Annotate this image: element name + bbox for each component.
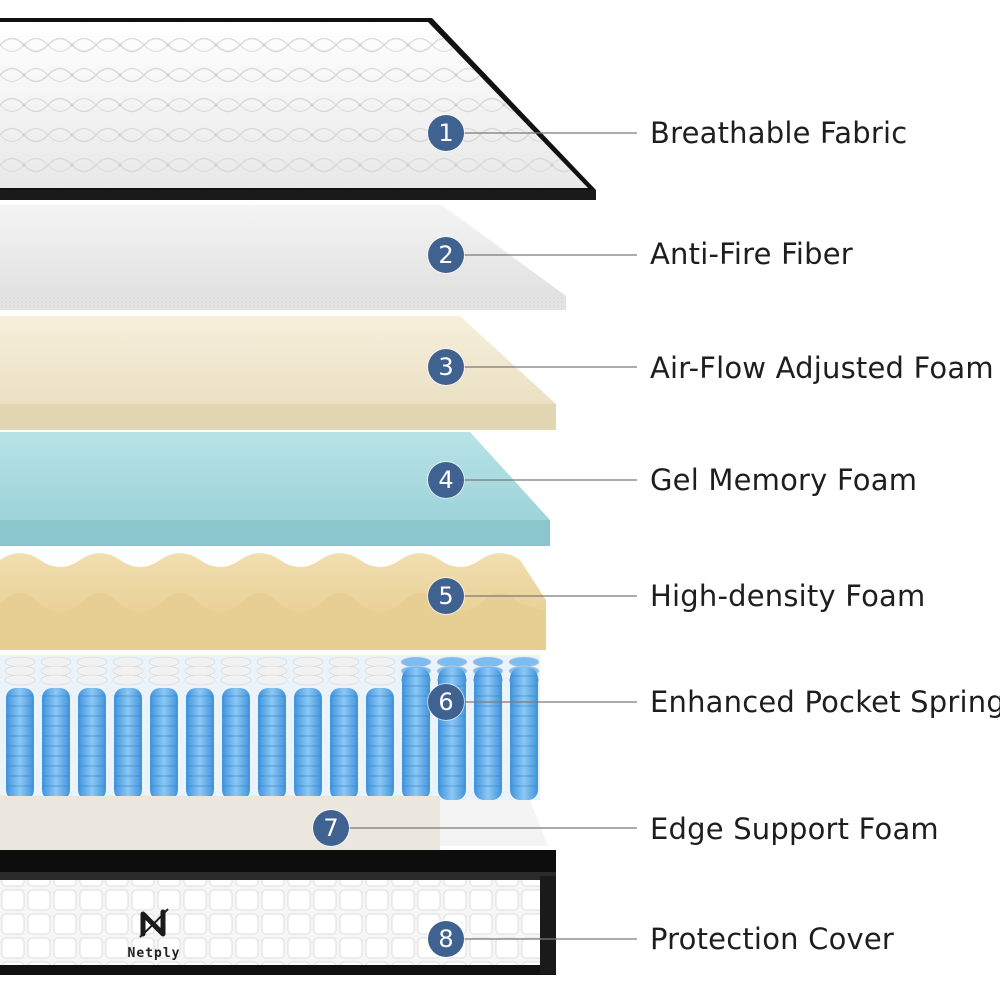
layer-3-label: Air-Flow Adjusted Foam	[650, 351, 994, 385]
layer-pocket-spring	[0, 655, 540, 800]
layer-air-flow-foam	[0, 316, 556, 430]
layer-1-label: Breathable Fabric	[650, 116, 908, 150]
layer-gel-memory-foam	[0, 432, 550, 546]
layer-edge-support-foam	[0, 796, 556, 880]
netply-n-logo-icon	[139, 908, 169, 938]
layer-protection-cover	[0, 876, 556, 975]
layer-4-badge: 4	[428, 462, 464, 498]
layer-high-density-foam	[0, 553, 546, 650]
brand-name: Netply	[127, 946, 181, 961]
layer-8-badge: 8	[428, 921, 464, 957]
layer-7-label: Edge Support Foam	[650, 812, 939, 846]
layer-5-badge: 5	[428, 578, 464, 614]
layer-1-badge: 1	[428, 115, 464, 151]
layer-2-label: Anti-Fire Fiber	[650, 237, 853, 271]
layer-3-badge: 3	[428, 349, 464, 385]
layer-5-label: High-density Foam	[650, 579, 926, 613]
layer-anti-fire-fiber	[0, 205, 566, 310]
layer-8-label: Protection Cover	[650, 922, 895, 956]
layer-7-badge: 7	[313, 810, 349, 846]
layer-6-badge: 6	[428, 684, 464, 720]
layer-6-label: Enhanced Pocket Spring	[650, 685, 1000, 719]
leader-lines	[347, 132, 637, 940]
layer-breathable-fabric	[0, 18, 596, 200]
brand-logo: Netply	[118, 906, 190, 961]
layer-2-badge: 2	[428, 237, 464, 273]
layer-4-label: Gel Memory Foam	[650, 463, 918, 497]
